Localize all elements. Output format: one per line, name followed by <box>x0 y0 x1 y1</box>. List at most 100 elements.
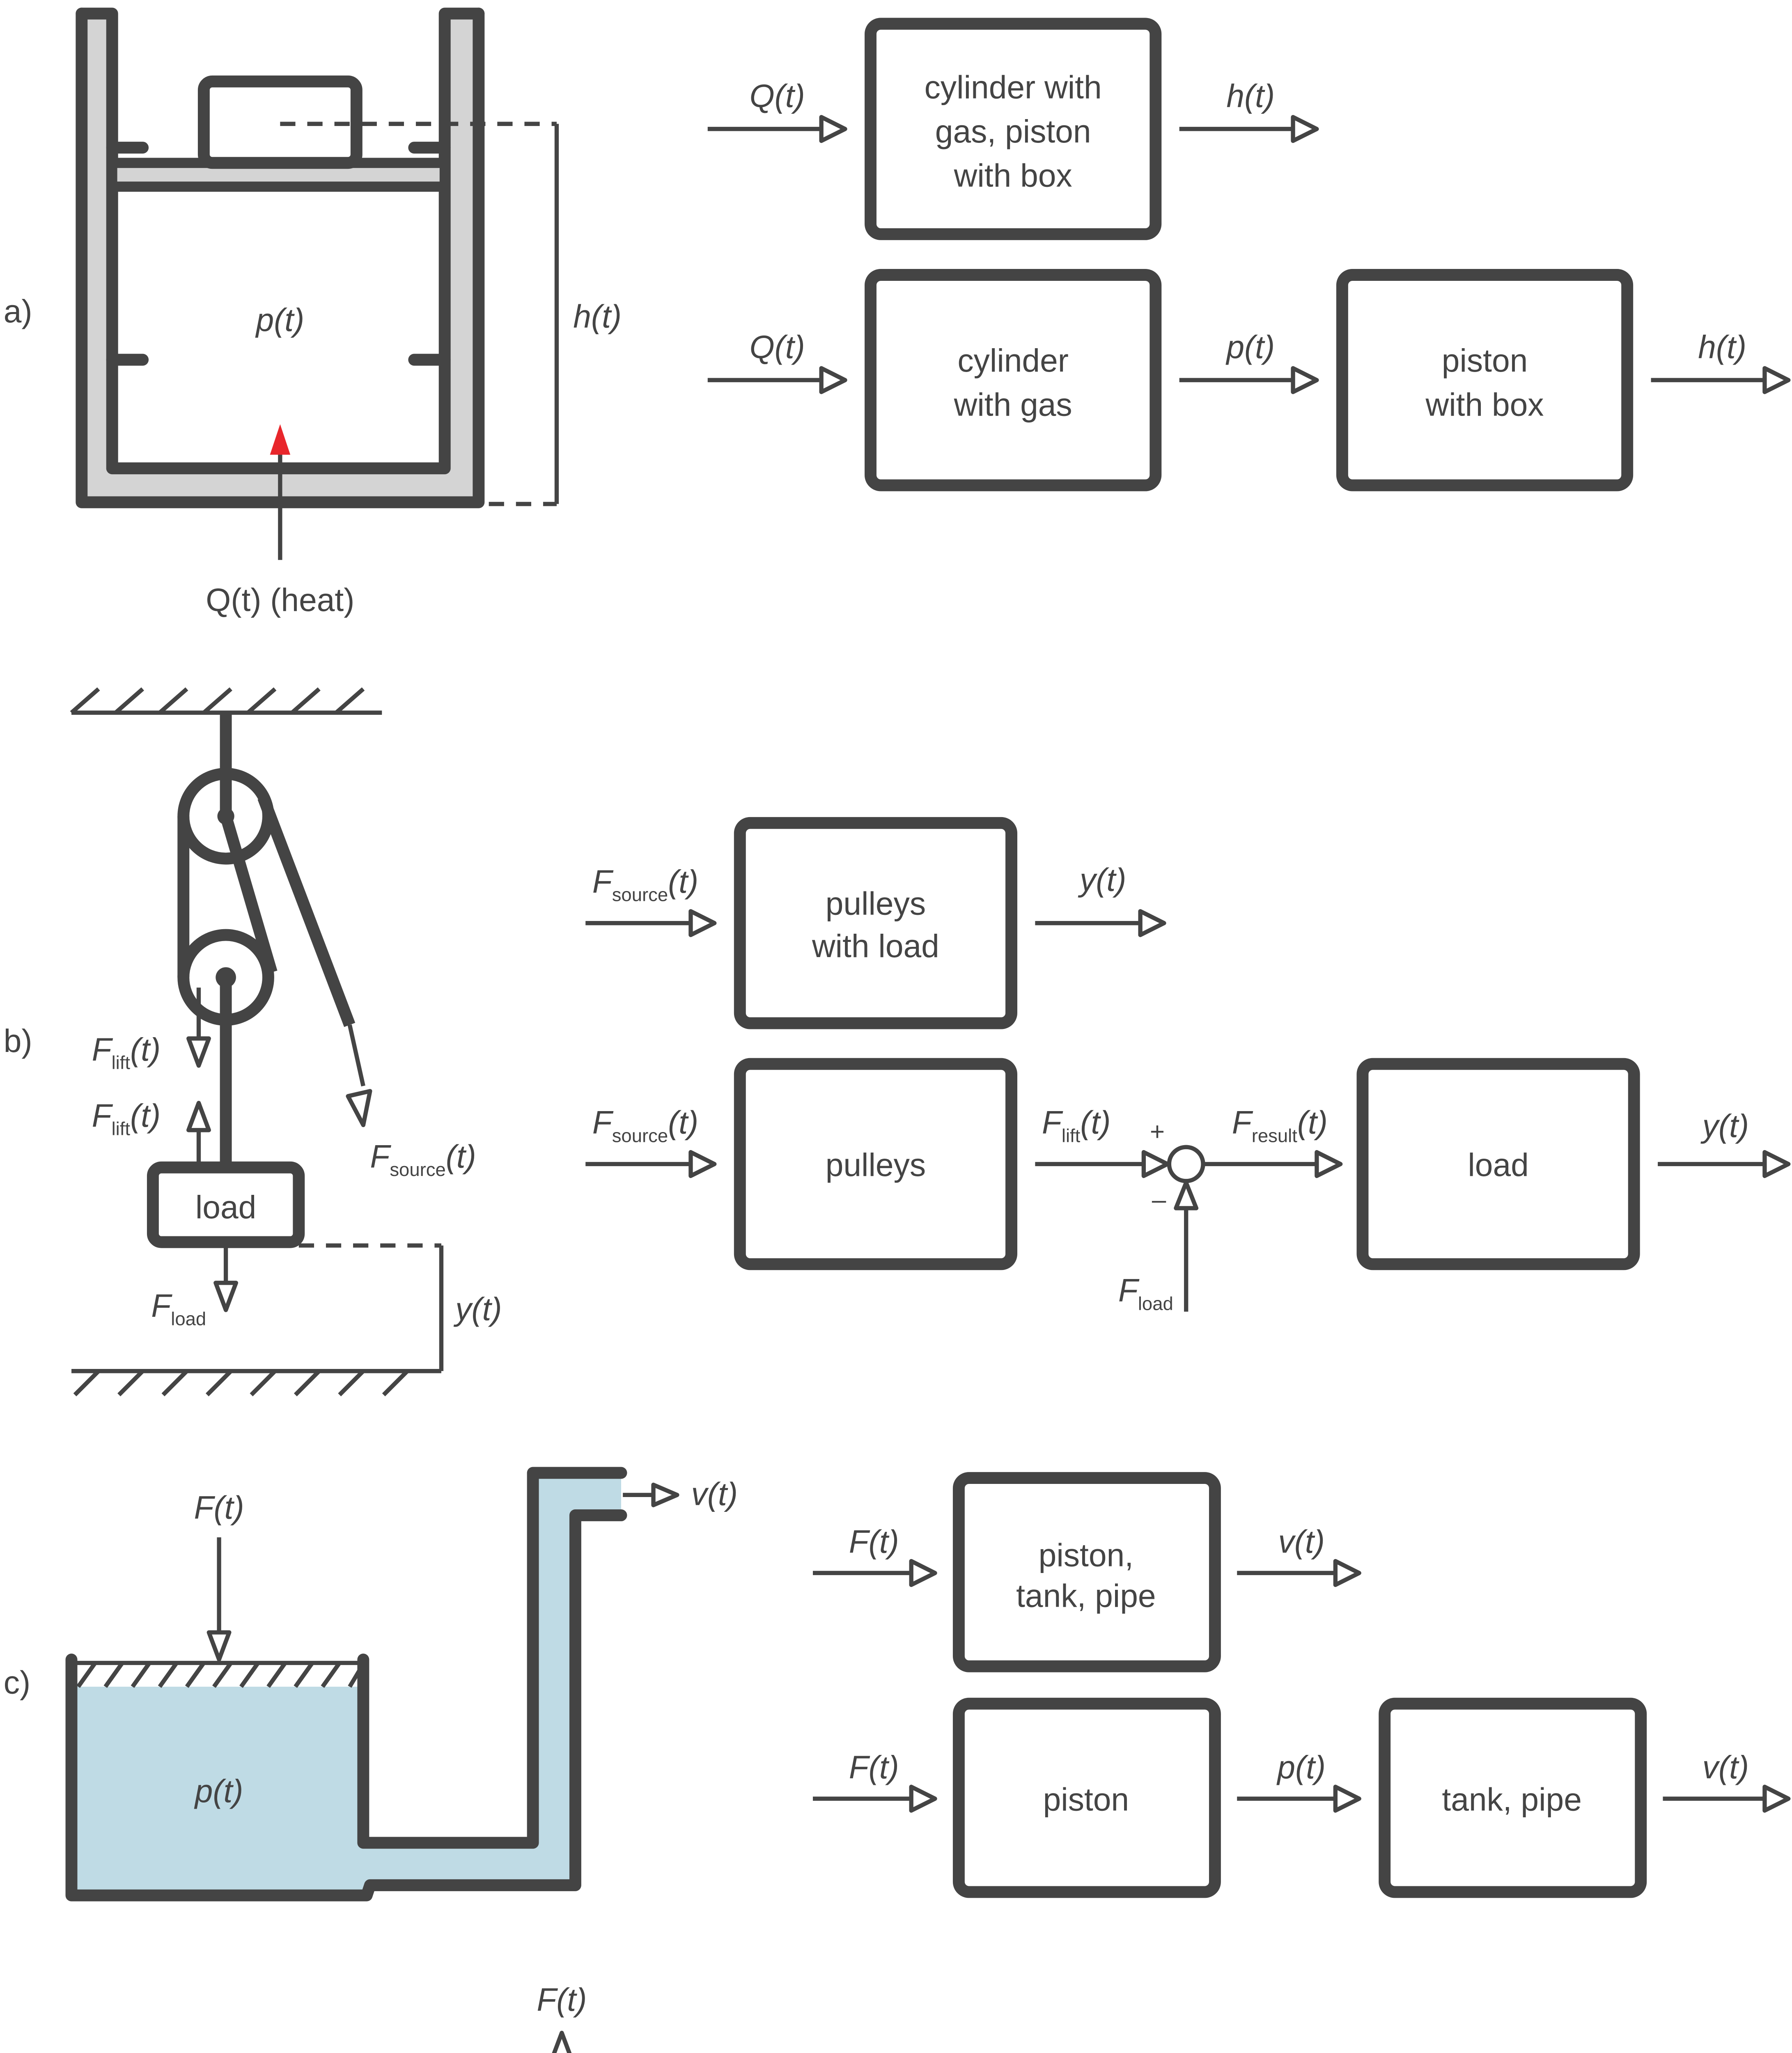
block-text-line: with gas <box>954 387 1072 423</box>
arrowhead-icon <box>1333 1559 1361 1587</box>
height-label: h(t) <box>573 299 622 335</box>
block-text-line: cylinder with <box>925 69 1102 106</box>
output-signal-label: y(t) <box>1700 1108 1749 1144</box>
block-text-line: gas, piston <box>935 113 1091 149</box>
output-signal-label: v(t) <box>1703 1749 1749 1785</box>
result-signal-label: Fresult(t) <box>1232 1105 1328 1146</box>
block-piston <box>952 1697 1221 1898</box>
block-text-line: tank, pipe <box>1442 1782 1581 1818</box>
panel-a: a) p(t) Q(t) (heat) h(t) <box>4 7 1791 618</box>
input-signal-label: F(t) <box>849 1749 899 1785</box>
mid-signal-label: p(t) <box>1276 1749 1326 1785</box>
arrowhead-icon <box>1291 115 1319 143</box>
output-signal-label: y(t) <box>1078 862 1126 898</box>
block-piston-tank-pipe <box>952 1472 1221 1672</box>
arrowhead-icon <box>552 2030 572 2053</box>
arrowhead-icon <box>909 1784 937 1813</box>
block-text-line: piston <box>1442 342 1528 379</box>
cylinder-illustration: p(t) Q(t) (heat) h(t) <box>76 7 622 618</box>
arrowhead-icon <box>186 1036 211 1068</box>
block-text-line: tank, pipe <box>1016 1578 1156 1614</box>
heat-label: Q(t) (heat) <box>206 582 354 618</box>
tank-inner-wall <box>357 1467 627 1849</box>
summing-junction <box>1167 1145 1205 1183</box>
fload-label: Fload <box>151 1288 206 1330</box>
block-text-line: load <box>1468 1147 1528 1183</box>
block-cylinder-piston-box <box>865 18 1162 240</box>
panel-b-label: b) <box>4 1023 32 1059</box>
panel-b-row1: Fsource(t) pulleys with load y(t) <box>585 817 1166 1029</box>
fsource-label: Fsource(t) <box>370 1138 476 1180</box>
lift-signal-label: Flift(t) <box>1042 1105 1111 1146</box>
panel-a-label: a) <box>4 293 32 329</box>
panel-c-row1: F(t) piston, tank, pipe v(t) <box>813 1472 1361 1672</box>
output-signal-label: h(t) <box>1698 329 1746 365</box>
tank-illustration: F(t) p(t) v(t) <box>65 1467 738 1901</box>
pulley-illustration: load Flift(t) Flift(t) Fsource(t) Fload … <box>70 687 502 1396</box>
load-block <box>147 1161 305 1248</box>
tension-bar-illustration: F(t) F(t) L0 <box>537 1982 587 2053</box>
arrowhead-icon <box>909 1559 937 1587</box>
block-text-line: cylinder <box>957 342 1069 379</box>
panel-d: d) F(t) F(t) L0 F(t) tension bar L(t) <box>537 1982 587 2053</box>
arrowhead-icon <box>1138 909 1166 937</box>
panel-b-row2: Fsource(t) pulleys Flift(t) + – Fload Fr… <box>585 1058 1791 1314</box>
pressure-label: p(t) <box>194 1773 243 1809</box>
block-text-line: with load <box>812 928 939 964</box>
panel-c: c) F(t) p(t) v(t) F(t) piston, tank, pip… <box>4 1467 1791 1901</box>
displacement-label: y(t) <box>453 1291 502 1327</box>
block-pulleys-with-load <box>734 817 1017 1029</box>
arrowhead-icon <box>688 909 717 937</box>
panel-a-row1: Q(t) cylinder with gas, piston with box … <box>707 18 1319 240</box>
block-tank-pipe <box>1379 1697 1647 1898</box>
floor-hatch <box>73 1369 409 1396</box>
load-block-label: load <box>195 1189 256 1225</box>
output-signal-label: h(t) <box>1226 78 1275 114</box>
disturbance-label: Fload <box>1118 1272 1173 1314</box>
arrowhead-icon <box>819 115 847 143</box>
block-text-line: with box <box>1425 387 1544 423</box>
block-text-line: piston <box>1043 1782 1129 1818</box>
input-signal-label: Fsource(t) <box>592 863 698 905</box>
arrowhead-icon <box>346 1089 372 1128</box>
panel-c-row2: F(t) piston p(t) tank, pipe v(t) <box>813 1697 1791 1898</box>
plus-sign: + <box>1150 1118 1165 1146</box>
arrowhead-icon <box>1141 1150 1170 1178</box>
velocity-label: v(t) <box>691 1476 738 1512</box>
mid-signal-label: p(t) <box>1225 329 1275 365</box>
block-pulleys <box>734 1058 1017 1270</box>
arrowhead-icon <box>1291 366 1319 394</box>
input-signal-label: Q(t) <box>750 78 805 114</box>
tank-outer-wall <box>65 1509 627 1901</box>
arrowhead-icon <box>1762 366 1791 394</box>
arrowhead-icon <box>688 1150 717 1178</box>
pressure-label: p(t) <box>255 302 304 338</box>
input-signal-label: Fsource(t) <box>592 1105 698 1146</box>
panel-b: b) load Flift(t) Flift(t) Fsou <box>4 687 1791 1396</box>
flift-label-bottom: Flift(t) <box>92 1098 161 1139</box>
minus-sign: – <box>1152 1185 1166 1214</box>
rope-pull <box>257 795 356 1027</box>
source-force-line <box>347 1024 365 1087</box>
panel-c-label: c) <box>4 1664 30 1700</box>
arrowhead-icon <box>651 1482 679 1507</box>
force-top-label: F(t) <box>537 1982 587 2018</box>
arrowhead-icon <box>819 366 847 394</box>
arrowhead-icon <box>1762 1150 1791 1178</box>
arrowhead-icon <box>1762 1784 1791 1813</box>
output-signal-label: v(t) <box>1278 1523 1325 1559</box>
arrowhead-icon <box>207 1630 232 1662</box>
arrowhead-icon <box>1333 1784 1361 1813</box>
block-piston-box <box>1336 269 1634 491</box>
block-load <box>1356 1058 1640 1270</box>
heat-arrow-icon <box>270 424 291 455</box>
block-text-line: piston, <box>1039 1537 1133 1573</box>
panel-a-row2: Q(t) cylinder with gas p(t) piston with … <box>707 269 1791 491</box>
block-text-line: pulleys <box>826 1147 926 1183</box>
arrowhead-icon <box>186 1101 211 1132</box>
arrowhead-icon <box>1174 1180 1199 1210</box>
rope-middle <box>220 814 278 974</box>
ceiling-hatch <box>70 687 365 714</box>
block-text-line: with box <box>954 158 1072 194</box>
